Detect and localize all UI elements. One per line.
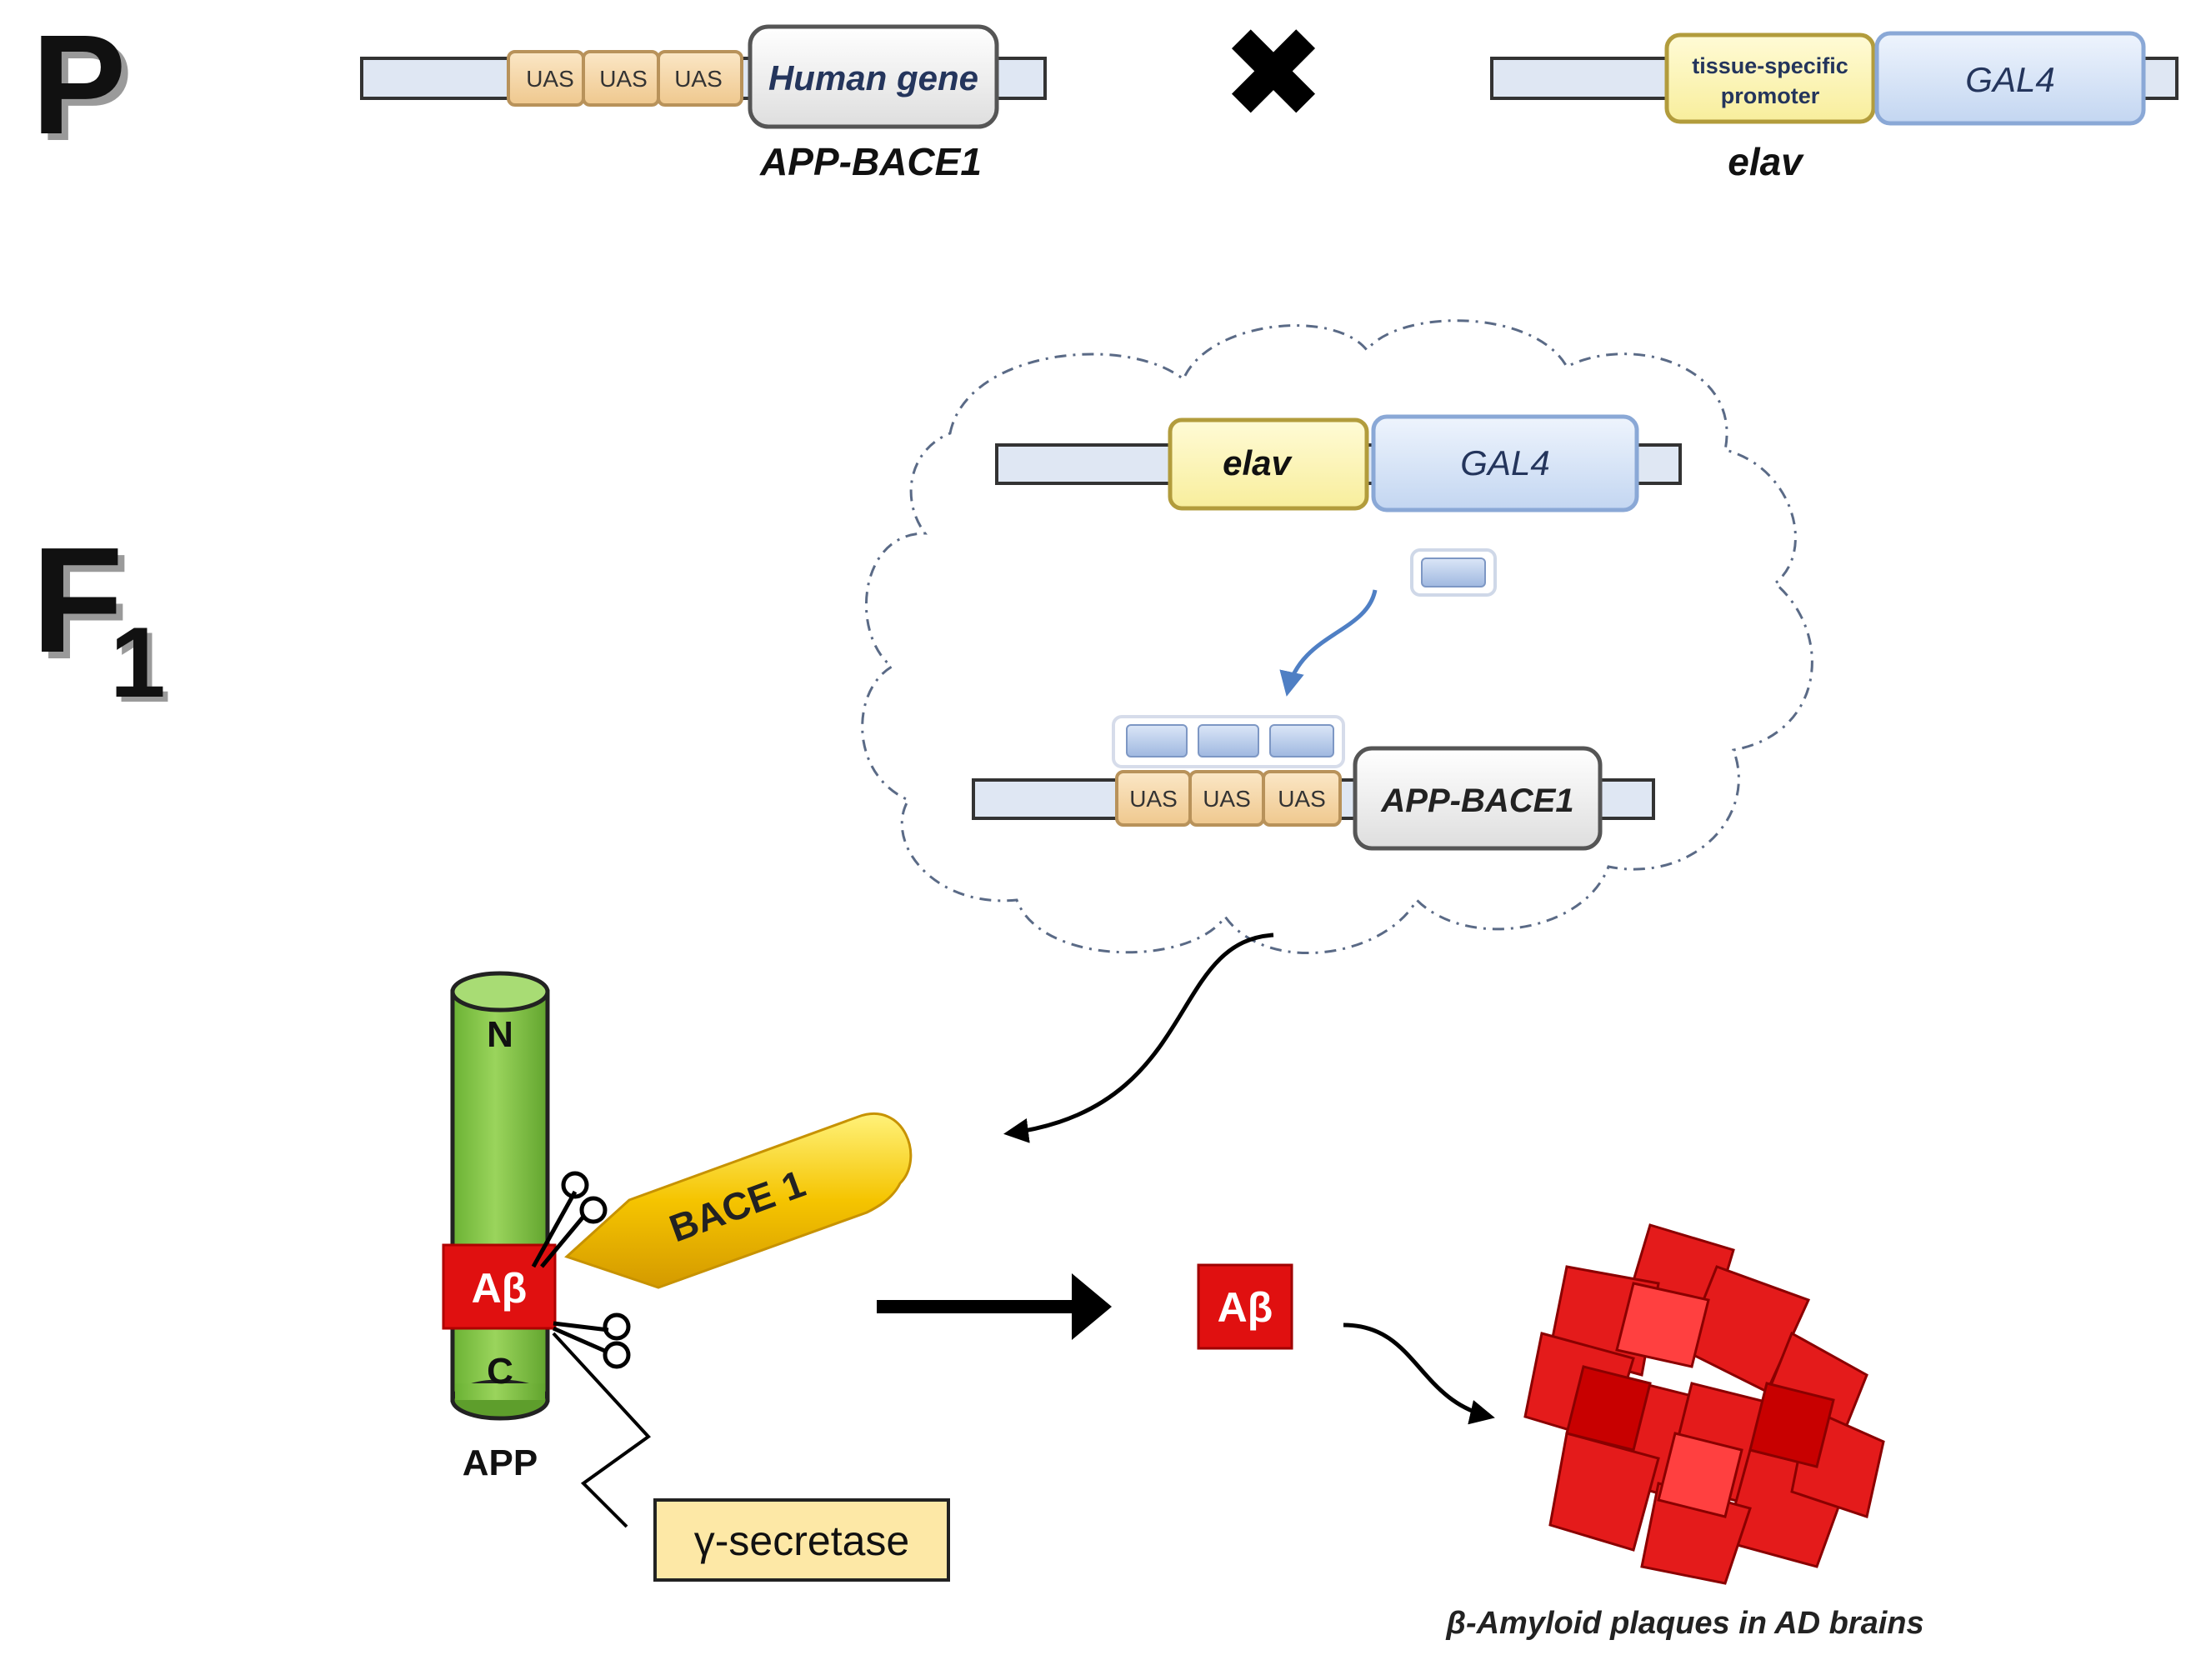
uas-label-1: UAS [526,66,574,92]
amyloid-plaques-cluster [1523,1223,1885,1585]
plaques-caption: β-Amyloid plaques in AD brains [1445,1606,1923,1641]
uas-box-3 [1262,770,1342,827]
scissors-icon-gamma [552,1312,631,1369]
bace1-enzyme: BACE 1 [564,1112,913,1289]
gamma-secretase-label: γ-secretase [694,1518,909,1564]
bound-gal4-proteins [1112,715,1345,768]
binding-arrow [1279,589,1378,697]
release-arrow-head [1072,1273,1112,1340]
gamma-secretase-leader [552,1332,652,1528]
uas-label-2: UAS [1203,786,1251,812]
human-gene-label: Human gene [768,58,978,98]
label-p-shadow: P [38,12,133,171]
app-cylinder-top [450,971,550,1012]
expression-arrow [1003,932,1274,1143]
free-abeta-box [1197,1263,1293,1350]
promoter-label-line2: promoter [1721,83,1820,108]
uas-label-1: UAS [1129,786,1178,812]
f1-responder-construct: UAS UAS UAS APP-BACE1 [972,746,1655,851]
gal4-protein-inner [1421,558,1486,588]
uas-label-3: UAS [1278,786,1326,812]
bound-gal4-2 [1198,724,1259,758]
uas-label-3: UAS [674,66,723,92]
label-f-sub-shadow: 1 [115,612,171,723]
app-bace1-caption: APP-BACE1 [759,140,982,183]
parent-construct-gal4: tissue-specific promoter GAL4 elav [1490,31,2178,183]
label-f-shadow: F [38,523,130,691]
gal4-label: GAL4 [1965,60,2054,99]
aggregation-arrow [1343,1322,1495,1425]
f1-driver-construct: elav GAL4 [995,414,1682,512]
gal4-box [1371,414,1639,512]
elav-caption: elav [1728,140,1804,183]
tissue-promoter-box [1664,32,1876,124]
uas-box-3 [657,50,743,107]
free-abeta-label: Aβ [1218,1284,1273,1331]
bound-gal4-1 [1126,724,1188,758]
gal4-label: GAL4 [1460,443,1549,482]
app-protein: N C APP [450,971,550,1483]
promoter-label-line1: tissue-specific [1692,53,1848,78]
scissors-icon-bace1 [531,1171,608,1268]
app-bace1-gene-label: APP-BACE1 [1380,782,1573,819]
gal4-box [1874,31,2146,126]
app-c-terminus-label: C [487,1351,513,1392]
bound-gal4-3 [1269,724,1334,758]
label-f-sub: 1 [110,607,166,718]
cell-cloud-outline [861,319,1813,955]
human-gene-box [748,24,999,129]
uas-label-2: UAS [599,66,648,92]
elav-promoter-box [1168,418,1369,511]
abeta-segment-label: Aβ [472,1265,528,1312]
app-bace1-gene-box [1353,746,1603,851]
app-n-terminus-label: N [487,1014,513,1055]
gamma-secretase-box [653,1498,950,1582]
cross-symbol: ✖ [1221,3,1326,143]
label-p: P [32,6,126,164]
label-f: F [32,517,123,684]
bace1-shape [564,1112,913,1289]
elav-promoter-label: elav [1223,443,1293,482]
parent-construct-uas: UAS UAS UAS Human gene APP-BACE1 [360,24,1047,183]
app-label: APP [463,1442,538,1483]
